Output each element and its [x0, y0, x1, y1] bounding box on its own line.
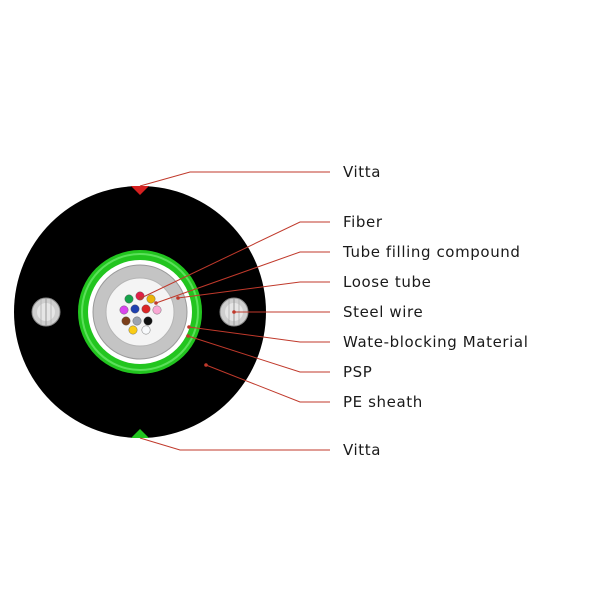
leader-psp — [187, 335, 330, 373]
leader-dots — [139, 296, 236, 367]
leader-pe-sheath — [205, 364, 330, 403]
label-vitta-bottom: Vitta — [343, 441, 381, 459]
fiber-1 — [124, 294, 134, 304]
leader-loose-tube — [177, 281, 330, 299]
label-water-blocking-material: Wate-blocking Material — [343, 333, 529, 351]
label-pe-sheath: PE sheath — [343, 393, 423, 411]
leader-water-blocking — [188, 326, 330, 343]
fiber-bundle — [119, 291, 162, 335]
leader-lines — [139, 171, 330, 451]
fiber-6 — [141, 304, 151, 314]
steel-wire-left — [31, 297, 61, 327]
label-fiber: Fiber — [343, 213, 383, 231]
vitta-top-marker — [131, 186, 149, 195]
fiber-8 — [121, 316, 131, 326]
fiber-4 — [119, 305, 129, 315]
fiber-9 — [132, 316, 142, 326]
fiber-3 — [146, 294, 156, 304]
tube-filling-compound — [105, 277, 175, 347]
label-vitta-top: Vitta — [343, 163, 381, 181]
label-tube-filling-compound: Tube filling compound — [342, 243, 521, 261]
leader-vitta-bottom — [139, 437, 330, 451]
fiber-10 — [143, 316, 153, 326]
leader-vitta-top — [139, 171, 330, 187]
leader-tube-filling — [155, 251, 330, 304]
fiber-7 — [152, 305, 162, 315]
vitta-bottom-marker — [131, 429, 149, 438]
psp-ring-highlight — [81, 253, 199, 371]
fiber-12 — [141, 325, 151, 335]
label-loose-tube: Loose tube — [343, 273, 431, 291]
leader-fiber — [140, 221, 330, 299]
fiber-5 — [130, 304, 140, 314]
label-steel-wire: Steel wire — [343, 303, 423, 321]
fiber-11 — [128, 325, 138, 335]
label-psp: PSP — [343, 363, 372, 381]
